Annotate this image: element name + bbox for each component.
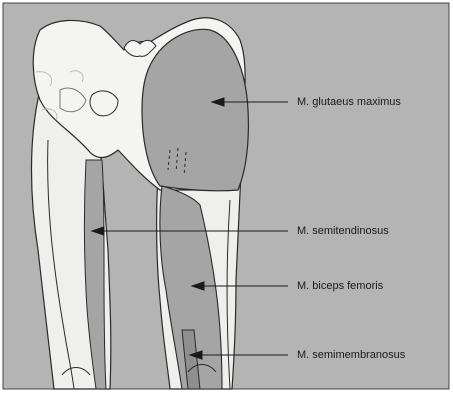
label-biceps-femoris: M. biceps femoris	[297, 280, 383, 292]
label-semitendinosus: M. semitendinosus	[297, 225, 389, 237]
label-glutaeus-maximus: M. glutaeus maximus	[297, 96, 401, 108]
gluteus-maximus-muscle	[142, 29, 248, 190]
label-semimembranosus: M. semimembranosus	[297, 349, 405, 361]
